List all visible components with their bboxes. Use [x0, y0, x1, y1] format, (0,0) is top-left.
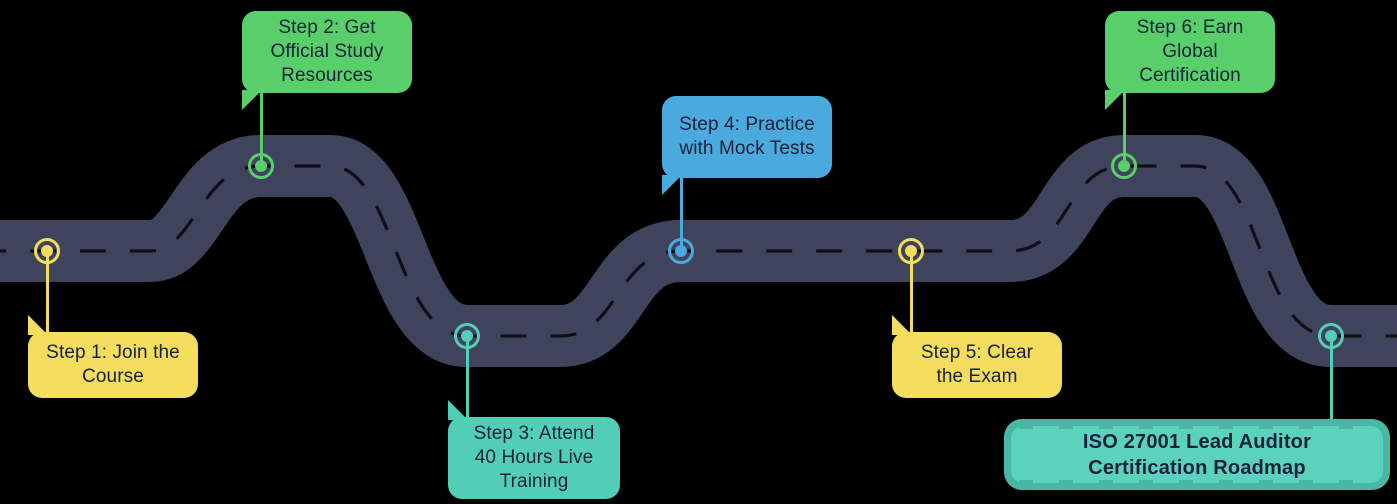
marker-step-4[interactable] — [668, 238, 694, 264]
page-title: ISO 27001 Lead Auditor Certification Roa… — [1082, 430, 1312, 479]
callout-tail-step-5 — [892, 315, 912, 335]
stem-step-5 — [910, 251, 913, 339]
marker-step-3[interactable] — [454, 323, 480, 349]
marker-step-2[interactable] — [248, 153, 274, 179]
callout-tail-step-4 — [662, 175, 682, 195]
marker-step-6[interactable] — [1111, 153, 1137, 179]
callout-step-2[interactable]: Step 2: Get Official Study Resources — [242, 11, 412, 110]
marker-title-anchor[interactable] — [1318, 323, 1344, 349]
callout-step-1-label: Step 1: Join the Course — [46, 341, 180, 387]
callout-step-1[interactable]: Step 1: Join the Course — [28, 315, 198, 398]
callout-tail-step-6 — [1105, 90, 1125, 110]
callout-step-3-label: Step 3: Attend 40 Hours Live Training — [473, 422, 595, 493]
stem-step-4 — [680, 170, 683, 252]
callout-step-5-label: Step 5: Clear the Exam — [920, 341, 1034, 387]
marker-step-1[interactable] — [34, 238, 60, 264]
marker-step-5[interactable] — [898, 238, 924, 264]
stem-step-3 — [466, 336, 469, 424]
callout-step-6[interactable]: Step 6: Earn Global Certification — [1105, 11, 1275, 110]
callout-step-4[interactable]: Step 4: Practice with Mock Tests — [662, 96, 832, 195]
callout-step-6-label: Step 6: Earn Global Certification — [1136, 16, 1244, 87]
callout-tail-step-2 — [242, 90, 262, 110]
roadmap-title-plate[interactable]: ISO 27001 Lead Auditor Certification Roa… — [1004, 419, 1390, 490]
callout-step-4-label: Step 4: Practice with Mock Tests — [679, 113, 815, 159]
stem-title-anchor — [1330, 336, 1333, 428]
callout-step-5[interactable]: Step 5: Clear the Exam — [892, 315, 1062, 398]
callout-tail-step-1 — [28, 315, 48, 335]
stem-step-2 — [260, 85, 263, 167]
callout-tail-step-3 — [448, 400, 468, 420]
road-surface — [0, 135, 1397, 367]
stem-step-1 — [46, 251, 49, 339]
stem-step-6 — [1123, 85, 1126, 167]
roadmap-title-inner: ISO 27001 Lead Auditor Certification Roa… — [1011, 426, 1383, 483]
callout-step-3[interactable]: Step 3: Attend 40 Hours Live Training — [448, 400, 620, 499]
callout-step-2-label: Step 2: Get Official Study Resources — [270, 16, 384, 87]
